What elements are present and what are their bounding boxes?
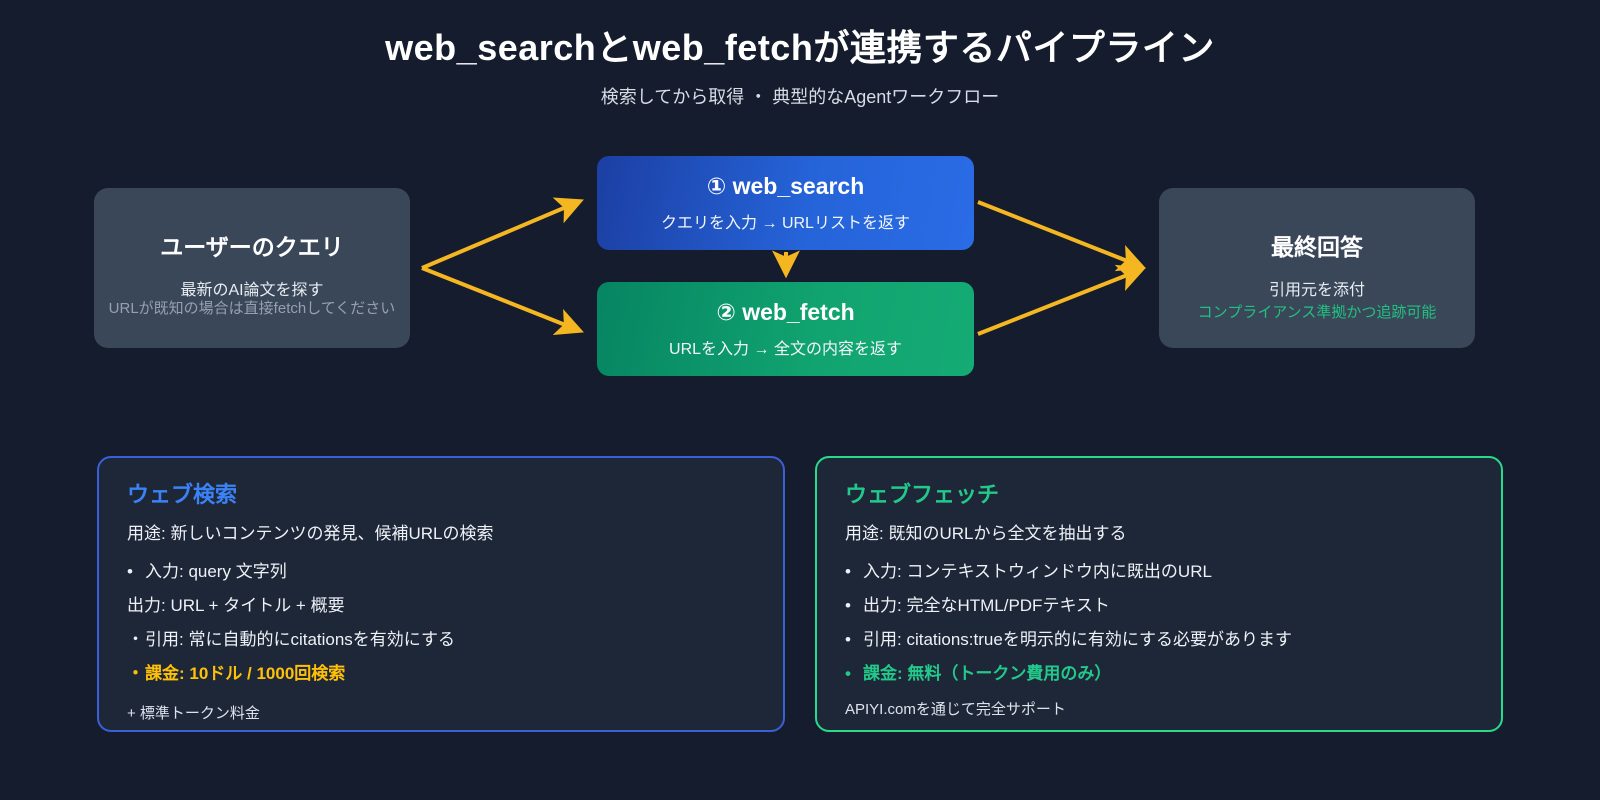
panel-web-search: ウェブ検索 用途: 新しいコンテンツの発見、候補URLの検索 • 入力: que…	[97, 456, 785, 732]
bullet-icon: •	[845, 595, 851, 615]
panel-web-search-purpose: 用途: 新しいコンテンツの発見、候補URLの検索	[127, 524, 494, 544]
list-item: ・ 引用: 常に自動的にcitationsを有効にする	[127, 628, 755, 652]
list-item-label: 課金: 無料（トークン費用のみ）	[863, 663, 1112, 683]
page-header: web_searchとweb_fetchが連携するパイプライン 検索してから取得…	[0, 26, 1600, 109]
list-item-label: 課金: 10ドル / 1000回検索	[145, 663, 346, 683]
node-final-answer[interactable]: 最終回答 引用元を添付	[1159, 188, 1475, 348]
page-title: web_searchとweb_fetchが連携するパイプライン	[385, 27, 1215, 68]
node-user-query-hint: URLが既知の場合は直接fetchしてください	[108, 300, 396, 317]
panel-web-search-list: • 入力: query 文字列 出力: URL + タイトル + 概要 ・ 引用…	[127, 560, 755, 685]
detail-panels: ウェブ検索 用途: 新しいコンテンツの発見、候補URLの検索 • 入力: que…	[0, 456, 1600, 746]
bullet-icon: •	[845, 562, 851, 582]
bullet-icon: •	[845, 629, 851, 649]
node-web-fetch-title: ② web_fetch	[716, 299, 855, 325]
list-item-pricing: • 課金: 無料（トークン費用のみ）	[845, 662, 1473, 686]
bullet-icon: •	[845, 663, 851, 683]
arrow-query-to-search	[421, 197, 584, 270]
list-item-label: 出力: URL + タイトル + 概要	[127, 595, 345, 615]
panel-web-search-heading: ウェブ検索	[127, 482, 238, 507]
list-item-pricing: ・ 課金: 10ドル / 1000回検索	[127, 662, 755, 686]
list-item-label: 入力: コンテキストウィンドウ内に既出のURL	[863, 562, 1212, 582]
list-item: • 引用: citations:trueを明示的に有効にする必要があります	[845, 628, 1473, 652]
panel-web-search-footer: + 標準トークン料金	[127, 705, 260, 723]
panel-web-fetch: ウェブフェッチ 用途: 既知のURLから全文を抽出する • 入力: コンテキスト…	[815, 456, 1503, 732]
list-item-label: 入力: query 文字列	[145, 562, 287, 582]
list-item: • 出力: 完全なHTML/PDFテキスト	[845, 594, 1473, 618]
panel-web-fetch-heading: ウェブフェッチ	[845, 482, 1000, 507]
node-web-fetch[interactable]: ② web_fetch URLを入力 → 全文の内容を返す	[597, 282, 974, 376]
node-user-query-subtitle: 最新のAI論文を探す	[180, 282, 324, 300]
bullet-icon: ・	[127, 629, 144, 649]
bullet-icon: ・	[127, 663, 144, 683]
page-subtitle: 検索してから取得 ・ 典型的なAgentワークフロー	[600, 87, 1000, 108]
flow-diagram: ユーザーのクエリ 最新のAI論文を探す URLが既知の場合は直接fetchしてく…	[0, 156, 1475, 376]
arrow-fetch-to-final	[977, 264, 1146, 336]
node-web-search[interactable]: ① web_search クエリを入力 → URLリストを返す	[597, 156, 974, 250]
node-user-query-hint-wrap: URLが既知の場合は直接fetchしてください	[0, 298, 504, 321]
panel-web-fetch-list: • 入力: コンテキストウィンドウ内に既出のURL • 出力: 完全なHTML/…	[845, 560, 1473, 685]
node-web-search-subtitle: クエリを入力 → URLリストを返す	[661, 215, 910, 232]
node-final-answer-subtitle: 引用元を添付	[1268, 282, 1365, 300]
list-item-label: 引用: 常に自動的にcitationsを有効にする	[145, 629, 455, 649]
list-item-label: 引用: citations:trueを明示的に有効にする必要があります	[863, 629, 1292, 649]
node-final-answer-note-wrap: コンプライアンス準拠かつ追跡可能	[1159, 302, 1475, 325]
list-item-label: 出力: 完全なHTML/PDFテキスト	[863, 595, 1110, 615]
panel-web-fetch-purpose: 用途: 既知のURLから全文を抽出する	[845, 524, 1127, 544]
list-item: • 入力: query 文字列	[127, 560, 755, 584]
node-web-fetch-subtitle: URLを入力 → 全文の内容を返す	[669, 341, 902, 358]
bullet-icon: •	[127, 562, 133, 582]
panel-web-fetch-footer: APIYI.comを通じて完全サポート	[845, 701, 1066, 719]
node-final-answer-title: 最終回答	[1271, 233, 1363, 260]
node-web-search-title: ① web_search	[706, 173, 865, 199]
arrow-search-to-final	[977, 200, 1146, 272]
list-item: 出力: URL + タイトル + 概要	[127, 594, 755, 618]
node-user-query-title: ユーザーのクエリ	[160, 233, 344, 260]
node-final-answer-note: コンプライアンス準拠かつ追跡可能	[1197, 304, 1437, 321]
node-user-query[interactable]: ユーザーのクエリ 最新のAI論文を探す	[94, 188, 410, 348]
list-item: • 入力: コンテキストウィンドウ内に既出のURL	[845, 560, 1473, 584]
